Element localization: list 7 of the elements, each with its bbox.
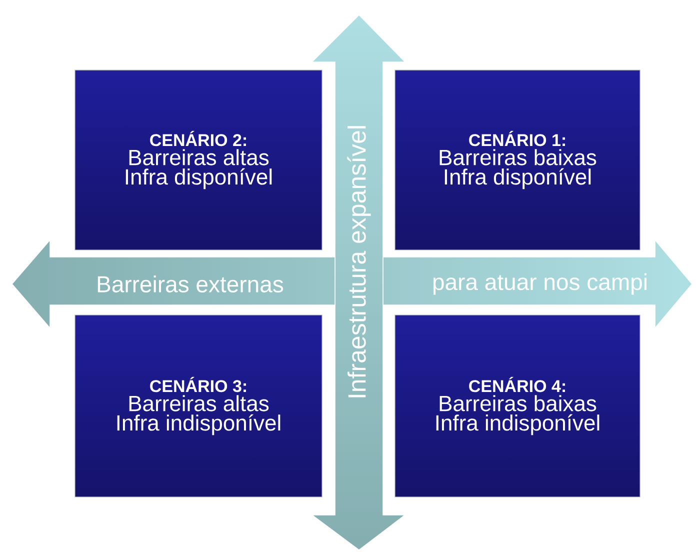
scenario-box: CENÁRIO 2: Barreiras altas Infra disponível [74,70,322,250]
scenario-box: CENÁRIO 4: Barreiras baixas Infra indisponível [394,314,640,498]
scenario-box: CENÁRIO 3: Barreiras altas Infra indisponível [74,314,322,498]
axis-label: Barreiras externas [98,276,284,292]
scenario-box: CENÁRIO 1: Barreiras baixas Infra disponível [394,70,640,250]
axis-label: para atuar nos campi [433,273,646,295]
axis-label: Infraestrutura expansível [347,126,371,398]
